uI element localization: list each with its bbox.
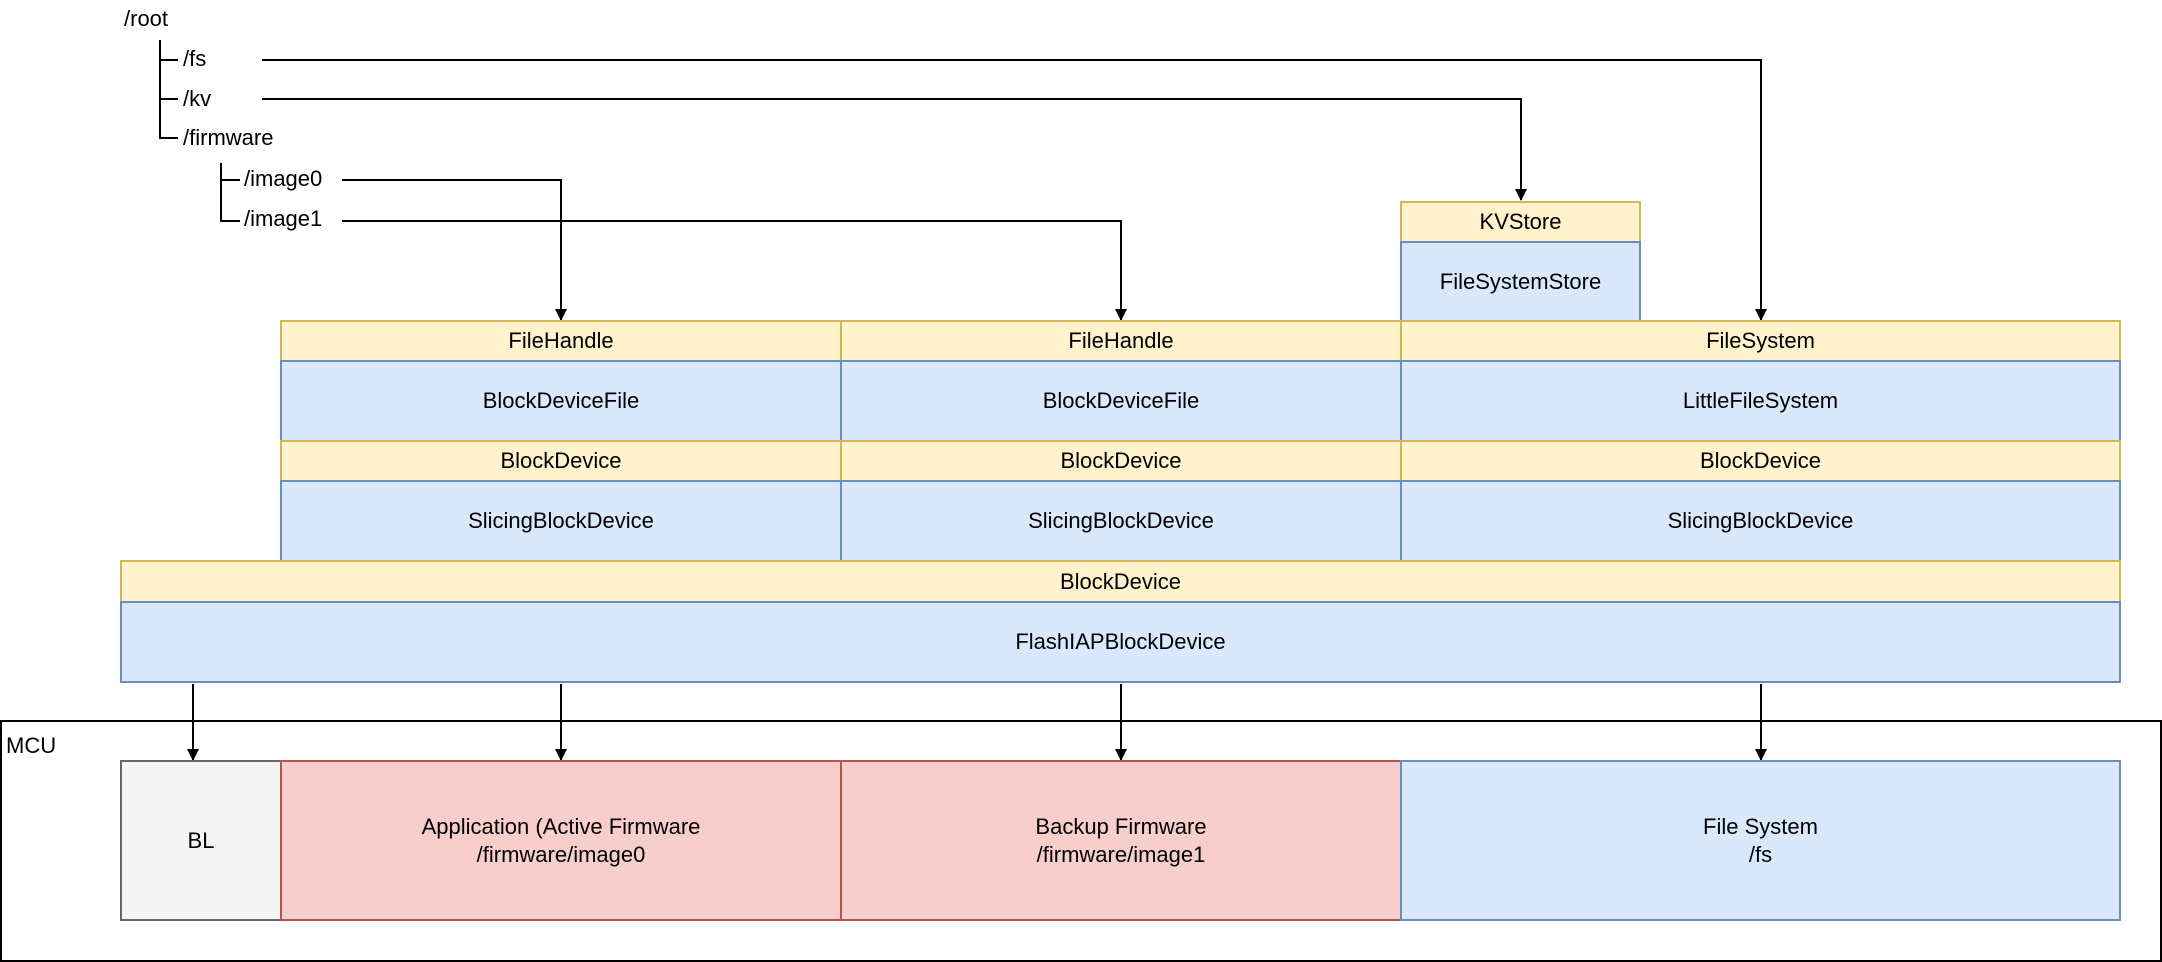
stack-3-top-impl-label: LittleFileSystem	[1682, 388, 1839, 413]
mcu-region-backup-firmware: Backup Firmware /firmware/image1	[840, 760, 1402, 921]
application-label: Application (Active Firmware	[421, 813, 701, 839]
tree-image0-label: /image0	[244, 166, 323, 191]
tree-root-label: /root	[124, 6, 169, 31]
stack-2-top-interface-label: FileHandle	[1068, 328, 1174, 353]
stack-2-top-impl: BlockDeviceFile	[840, 360, 1402, 442]
stack-1-top-interface: FileHandle	[280, 320, 842, 362]
arrow-image1-to-filehandle	[342, 220, 1127, 321]
stack-3-top-impl: LittleFileSystem	[1400, 360, 2121, 442]
stack-2-blockdevice-interface-label: BlockDevice	[1060, 448, 1182, 473]
stack-3-blockdevice-impl: SlicingBlockDevice	[1400, 480, 2121, 562]
flashiap-blockdevice-impl: FlashIAPBlockDevice	[120, 601, 2121, 683]
base-blockdevice-interface: BlockDevice	[120, 560, 2121, 603]
stack-1-top-impl: BlockDeviceFile	[280, 360, 842, 442]
file-system-region-label: File System	[1703, 813, 1818, 839]
filesystemstore-impl: FileSystemStore	[1400, 241, 1641, 322]
stack-1-blockdevice-impl: SlicingBlockDevice	[280, 480, 842, 562]
stack-2-top-interface: FileHandle	[840, 320, 1402, 362]
mcu-region-file-system: File System /fs	[1400, 760, 2121, 921]
kvstore-interface-label: KVStore	[1479, 209, 1562, 234]
base-blockdevice-interface-label: BlockDevice	[1059, 568, 1182, 594]
stack-3-blockdevice-interface-label: BlockDevice	[1699, 448, 1822, 473]
stack-1-top-interface-label: FileHandle	[508, 328, 614, 353]
stack-2-blockdevice-impl-label: SlicingBlockDevice	[1028, 508, 1214, 533]
stack-1-blockdevice-interface: BlockDevice	[280, 440, 842, 482]
application-path: /firmware/image0	[476, 841, 646, 867]
flashiap-blockdevice-impl-label: FlashIAPBlockDevice	[1015, 629, 1226, 654]
stack-1-top-impl-label: BlockDeviceFile	[482, 388, 640, 413]
file-system-region-path: /fs	[1748, 841, 1773, 867]
tree-branch-root	[159, 40, 178, 139]
tree-fs-label: /fs	[183, 46, 207, 71]
backup-firmware-path: /firmware/image1	[1036, 841, 1206, 867]
stack-3-blockdevice-impl-label: SlicingBlockDevice	[1667, 508, 1854, 533]
stack-1-blockdevice-interface-label: BlockDevice	[500, 448, 622, 473]
tree-branch-firmware	[220, 163, 240, 222]
mcu-region-application: Application (Active Firmware /firmware/i…	[280, 760, 842, 921]
stack-2-top-impl-label: BlockDeviceFile	[1042, 388, 1200, 413]
stack-1-blockdevice-impl-label: SlicingBlockDevice	[468, 508, 654, 533]
mcu-region-bootloader: BL	[120, 760, 282, 921]
stack-3-top-interface: FileSystem	[1400, 320, 2121, 362]
filesystemstore-impl-label: FileSystemStore	[1439, 268, 1602, 294]
backup-firmware-label: Backup Firmware	[1035, 813, 1207, 839]
stack-2-blockdevice-interface: BlockDevice	[840, 440, 1402, 482]
stack-2-blockdevice-impl: SlicingBlockDevice	[840, 480, 1402, 562]
mcu-label: MCU	[6, 733, 57, 758]
tree-image1-label: /image1	[244, 206, 323, 231]
mcu-container	[0, 720, 2162, 962]
tree-kv-label: /kv	[183, 86, 212, 111]
tree-firmware-label: /firmware	[183, 125, 274, 150]
arrow-image0-to-filehandle	[342, 179, 567, 321]
stack-3-top-interface-label: FileSystem	[1706, 328, 1815, 353]
bootloader-label: BL	[187, 827, 215, 853]
arrow-fs-to-filesystem	[262, 59, 1767, 321]
stack-3-blockdevice-interface: BlockDevice	[1400, 440, 2121, 482]
kvstore-interface: KVStore	[1400, 201, 1641, 243]
arrow-kv-to-kvstore	[262, 98, 1527, 201]
